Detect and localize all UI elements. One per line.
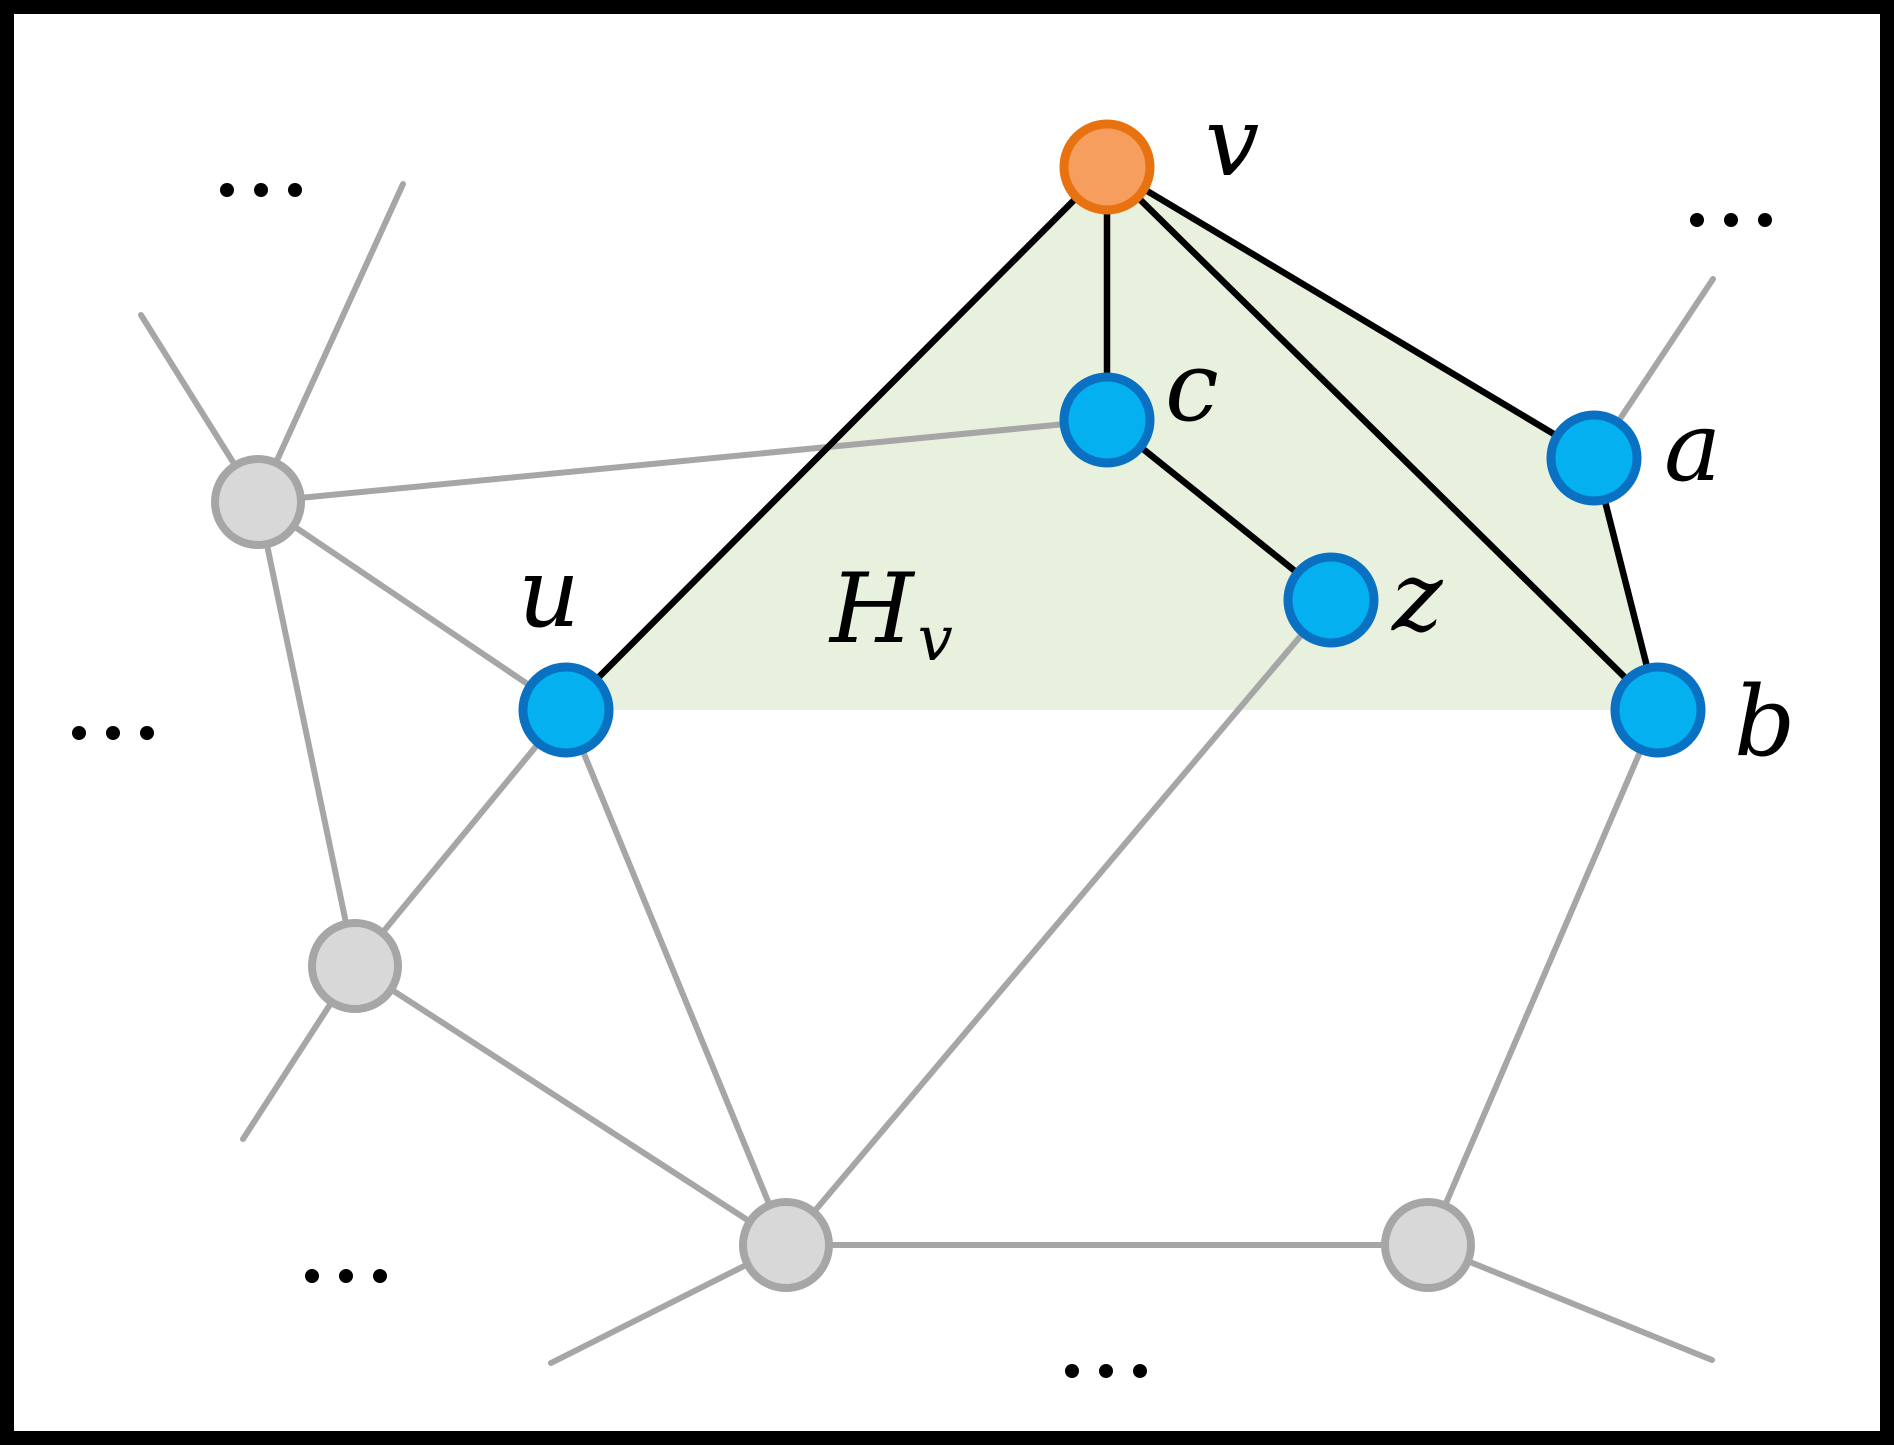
label-u: u (518, 537, 580, 649)
node-gray-2 (308, 919, 402, 1013)
node-u (518, 662, 614, 758)
edge-c-z (1103, 416, 1335, 604)
label-b: b (1734, 666, 1795, 778)
nodes (211, 119, 1706, 1292)
edge-z-g3 (783, 597, 1334, 1248)
node-v (1059, 119, 1155, 215)
ellipsis-bottom-left (305, 1269, 387, 1283)
node-c (1059, 372, 1155, 468)
edge-v-b (1103, 163, 1662, 714)
node-gray-1 (211, 455, 305, 549)
edge-v-u (562, 163, 1111, 714)
label-region-h: Hv (828, 553, 953, 675)
ellipsis-bottom-center (1065, 1364, 1147, 1378)
ellipsis-markers (72, 183, 1772, 1378)
edge-u-g3 (563, 707, 789, 1248)
node-gray-3 (739, 1198, 833, 1292)
ellipsis-top-right (1690, 213, 1772, 227)
label-region-main: H (828, 553, 916, 665)
node-a (1546, 410, 1642, 506)
edge-g1-g2 (255, 499, 358, 969)
edge-g1-stub-top (255, 181, 406, 505)
label-region-sub: v (918, 602, 953, 675)
ellipsis-top-left (220, 183, 302, 197)
node-labels: v c a u z b Hv (518, 86, 1795, 778)
edge-u-g2 (352, 707, 569, 969)
node-b (1610, 662, 1706, 758)
node-gray-4 (1381, 1198, 1475, 1292)
edge-g2-g3 (352, 963, 789, 1248)
node-z (1283, 552, 1379, 648)
edge-g1-u (255, 499, 569, 713)
label-c: c (1165, 331, 1219, 443)
edge-v-a (1103, 163, 1598, 462)
edge-b-g4 (1425, 707, 1661, 1248)
label-a: a (1664, 391, 1721, 503)
label-z: z (1391, 541, 1444, 653)
label-v: v (1205, 86, 1259, 198)
edge-g1-c (255, 417, 1110, 505)
edge-g4-stub (1425, 1242, 1715, 1363)
ellipsis-middle-left (72, 726, 154, 740)
